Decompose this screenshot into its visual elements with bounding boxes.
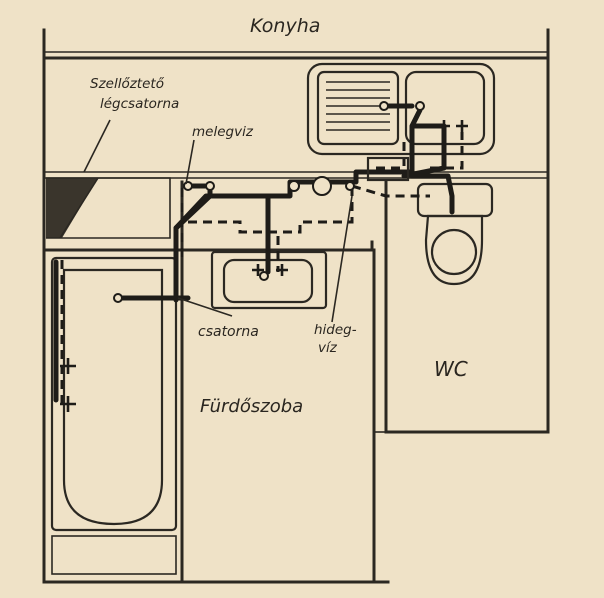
cold-water-pipe (60, 132, 464, 410)
label-cold-water-line2: víz (318, 340, 338, 356)
label-cold-water-line1: hideg- (314, 322, 357, 338)
label-bathroom: Fürdőszoba (200, 396, 303, 417)
label-ventilation-line2: légcsatorna (100, 96, 179, 112)
bathtub (50, 256, 178, 575)
tap-markers (60, 120, 468, 412)
leader-lines (83, 119, 353, 323)
label-ventilation-line1: Szellőztető (90, 76, 165, 92)
ventilation-duct (46, 177, 171, 239)
pipe-fittings (113, 101, 425, 303)
label-hot-water: melegviz (192, 124, 254, 140)
toilet (416, 182, 494, 286)
label-kitchen: Konyha (250, 15, 320, 37)
kitchen-counter (44, 171, 548, 179)
kitchen-sink (306, 62, 496, 156)
label-wc: WC (434, 357, 468, 381)
label-drain: csatorna (198, 324, 259, 340)
outer-walls (42, 28, 550, 584)
